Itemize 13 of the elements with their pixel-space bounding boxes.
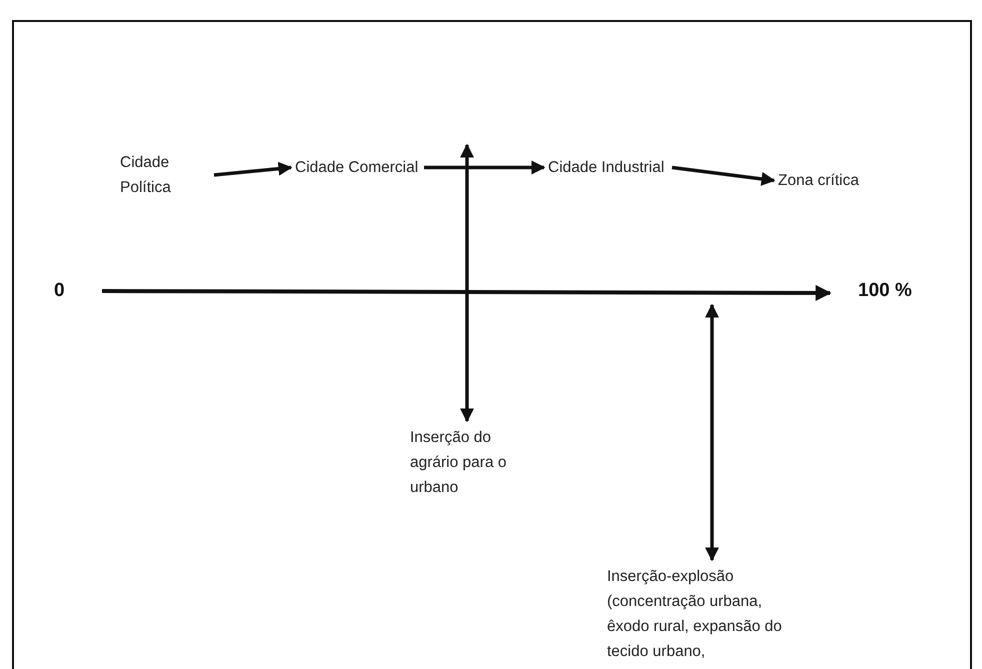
stage-label: Inserção-explosão (concentração urbana, êxodo rural, expansão do tecido urbano, xyxy=(607,564,807,664)
stage-label: Cidade Política xyxy=(120,150,210,200)
arrow xyxy=(672,166,776,186)
double-arrow xyxy=(705,304,719,562)
arrow xyxy=(424,160,546,174)
axis-label: 100 % xyxy=(858,280,912,302)
stage-label: Zona crítica xyxy=(778,168,908,193)
stage-label: Cidade Industrial xyxy=(548,155,668,180)
stage-label: Cidade Comercial xyxy=(295,155,420,180)
axis-label: 0 xyxy=(54,280,65,302)
stage-label: Inserção do agrário para o urbano xyxy=(410,425,535,500)
double-arrow xyxy=(460,144,474,422)
arrow xyxy=(214,162,292,177)
